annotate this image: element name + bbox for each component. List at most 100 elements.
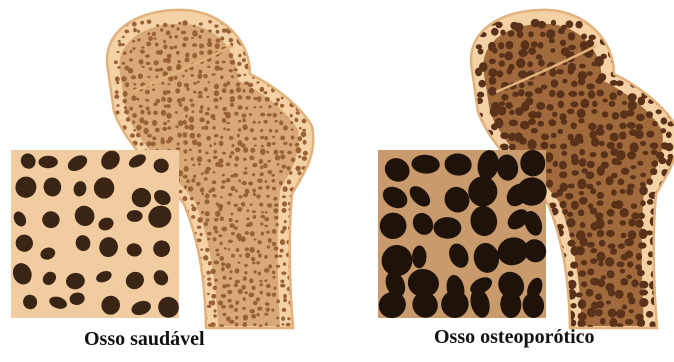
healthy-pore (271, 309, 274, 312)
healthy-pore (230, 151, 234, 155)
healthy-pore (286, 323, 291, 327)
osteoporotic-pore (655, 93, 663, 101)
osteoporotic-pore (667, 310, 674, 317)
healthy-pore (297, 171, 301, 175)
healthy-pore (220, 136, 223, 139)
healthy-pore (273, 113, 277, 118)
healthy-pore (306, 22, 309, 24)
healthy-pore (183, 175, 188, 179)
healthy-pore (114, 25, 118, 28)
healthy-pore (216, 253, 220, 256)
healthy-pore (206, 96, 209, 98)
healthy-pore (192, 164, 195, 166)
osteoporotic-pore (597, 166, 605, 176)
healthy-pore (253, 323, 256, 326)
osteoporotic-pore (577, 179, 586, 189)
osteoporotic-pore (525, 97, 533, 105)
osteoporotic-pore (615, 200, 624, 209)
healthy-pore (207, 305, 211, 308)
osteoporotic-pore (587, 232, 593, 237)
healthy-pore (182, 43, 187, 48)
healthy-pore (253, 137, 257, 140)
osteoporotic-pore (541, 133, 549, 140)
osteoporotic-pore (499, 53, 504, 58)
osteoporotic-pore (482, 141, 489, 149)
healthy-pore (275, 130, 279, 133)
healthy-pore (233, 226, 237, 229)
healthy-pore (303, 272, 306, 274)
healthy-pore (153, 111, 158, 116)
healthy-pore (244, 291, 248, 294)
healthy-pore (295, 285, 300, 290)
healthy-pore (198, 73, 203, 79)
osteoporotic-pore (620, 269, 625, 274)
healthy-pore (181, 31, 186, 35)
osteoporotic-pore (656, 242, 661, 248)
osteoporotic-pore (517, 31, 524, 38)
healthy-pore (219, 164, 224, 168)
osteoporotic-pore (607, 270, 615, 278)
healthy-pore (298, 217, 302, 220)
osteoporotic-pore (666, 184, 674, 191)
healthy-pore (268, 238, 272, 243)
healthy-pore (143, 120, 148, 125)
osteoporotic-pore (625, 67, 633, 76)
healthy-pore (124, 30, 129, 34)
osteoporotic-pore (590, 188, 596, 194)
healthy-pore (281, 97, 284, 100)
osteoporotic-pore (537, 21, 546, 29)
healthy-pore (132, 120, 135, 124)
healthy-pore (241, 143, 246, 148)
healthy-pore (222, 107, 227, 111)
healthy-pore (147, 134, 151, 138)
healthy-pore (236, 82, 241, 86)
osteoporotic-pore (568, 68, 574, 75)
healthy-pore (264, 136, 268, 140)
osteoporotic-pore (651, 160, 658, 167)
healthy-pore (304, 187, 309, 192)
healthy-pore (192, 30, 198, 37)
healthy-pore (197, 142, 202, 147)
healthy-pore (215, 61, 219, 65)
healthy-pore (220, 256, 225, 261)
healthy-pore (241, 202, 246, 207)
healthy-pore (283, 262, 286, 265)
healthy-pore (221, 186, 225, 189)
healthy-pore (201, 193, 204, 196)
osteoporotic-pore (647, 261, 652, 266)
osteoporotic-pore (588, 123, 597, 131)
healthy-pore (204, 177, 208, 180)
healthy-pore (114, 143, 119, 149)
healthy-pore (147, 323, 151, 327)
healthy-pore (139, 105, 143, 108)
healthy-pore (235, 280, 240, 284)
healthy-pore (250, 128, 254, 132)
healthy-pore (280, 81, 285, 84)
osteoporotic-pore (606, 123, 613, 130)
osteoporotic-pore (551, 20, 556, 26)
healthy-pore (229, 218, 233, 222)
osteoporotic-pore (595, 78, 603, 84)
osteoporotic-pore (656, 109, 662, 114)
healthy-pore (295, 143, 300, 147)
osteoporotic-pore (650, 20, 656, 24)
healthy-pore (237, 74, 241, 77)
healthy-pore (272, 229, 276, 234)
osteoporotic-pore (551, 133, 557, 138)
healthy-pore (214, 84, 219, 90)
osteoporotic-pore (525, 91, 533, 97)
osteoporotic-pore (518, 70, 527, 78)
healthy-pore (198, 35, 201, 39)
healthy-pore (253, 22, 258, 26)
healthy-pore (253, 215, 257, 219)
healthy-pore (190, 74, 194, 77)
healthy-pore (222, 227, 228, 232)
healthy-pore (148, 36, 153, 41)
healthy-pore (156, 75, 159, 78)
healthy-pore (279, 65, 284, 70)
osteoporotic-pore (561, 151, 567, 156)
healthy-pore (231, 144, 234, 147)
osteoporotic-pore (635, 264, 642, 270)
healthy-pore (182, 226, 187, 231)
osteoporotic-pore (546, 278, 553, 283)
